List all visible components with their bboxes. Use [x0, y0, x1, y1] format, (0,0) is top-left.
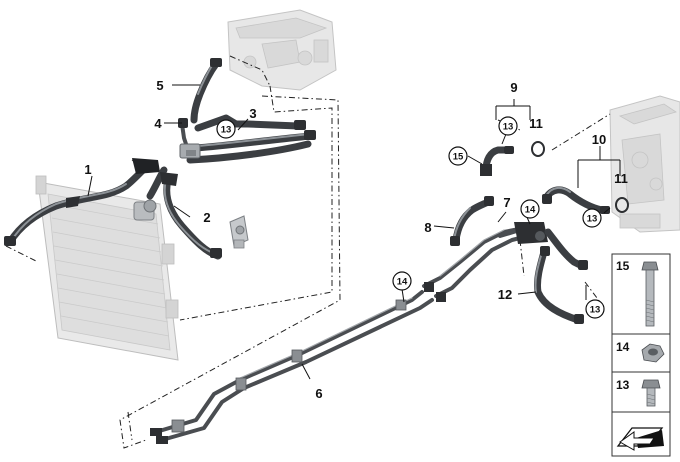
callout-11-upper: 11	[529, 116, 543, 131]
hose-2	[160, 172, 222, 260]
hose-3	[186, 114, 316, 164]
pipe-7	[422, 226, 530, 302]
hose-12	[534, 246, 584, 324]
callout-10: 10	[592, 132, 606, 147]
callout-12: 12	[498, 287, 512, 302]
svg-text:13: 13	[616, 378, 630, 392]
hose-1	[4, 158, 160, 246]
hose-8	[450, 196, 494, 246]
svg-text:13: 13	[503, 122, 514, 133]
callout-2: 2	[203, 210, 210, 225]
callout-14-b: 14	[392, 271, 412, 291]
callout-9: 9	[510, 80, 517, 95]
callout-13-a: 13	[216, 119, 236, 139]
callout-13-b: 13	[498, 116, 518, 136]
callout-8: 8	[424, 220, 431, 235]
svg-text:14: 14	[616, 340, 630, 354]
callout-6: 6	[315, 386, 322, 401]
o-ring-11-lower	[615, 197, 629, 213]
bolt-short-icon	[641, 379, 661, 407]
small-parts-legend: 15 14 13	[611, 253, 671, 457]
callout-1: 1	[84, 162, 91, 177]
svg-text:13: 13	[221, 125, 232, 136]
callout-11-lower: 11	[614, 171, 628, 186]
callout-4: 4	[154, 116, 162, 131]
hose-15-piece	[480, 146, 514, 176]
svg-text:13: 13	[587, 214, 598, 225]
callout-15: 15	[448, 146, 468, 166]
hose-connector-block	[179, 143, 201, 159]
legend-item-13: 13	[616, 378, 661, 407]
callout-14-a: 14	[520, 199, 540, 219]
auxiliary-pump	[133, 166, 168, 221]
circled-callouts: 13 13 13 13 14 14 15	[216, 116, 605, 319]
callout-labels: 1 2 3 4 5 6 7 8 9 10 11 11 12	[84, 78, 627, 401]
engine-ghost-right	[609, 95, 680, 233]
svg-text:14: 14	[525, 205, 536, 216]
pipe-6	[150, 290, 434, 444]
callout-7: 7	[503, 195, 510, 210]
valve-bracket	[229, 215, 249, 249]
hose-10	[542, 186, 610, 214]
callout-13-d: 13	[585, 299, 605, 319]
svg-text:15: 15	[453, 152, 464, 163]
callout-3: 3	[249, 106, 256, 121]
hose-5	[190, 58, 222, 124]
svg-text:15: 15	[616, 259, 630, 273]
svg-text:13: 13	[590, 305, 601, 316]
legend-item-15: 15	[616, 259, 659, 327]
junction-piece	[498, 222, 548, 244]
callout-13-c: 13	[582, 208, 602, 228]
svg-text:14: 14	[397, 277, 408, 288]
nut-icon	[641, 343, 665, 363]
engine-ghost-top	[227, 9, 337, 91]
callout-5: 5	[156, 78, 163, 93]
bolt-long-icon	[641, 261, 659, 327]
o-ring-11-upper	[531, 141, 545, 157]
radiator	[35, 175, 179, 361]
direction-arrow-icon	[616, 427, 664, 451]
legend-item-14: 14	[616, 340, 665, 363]
hose-return	[544, 228, 588, 270]
